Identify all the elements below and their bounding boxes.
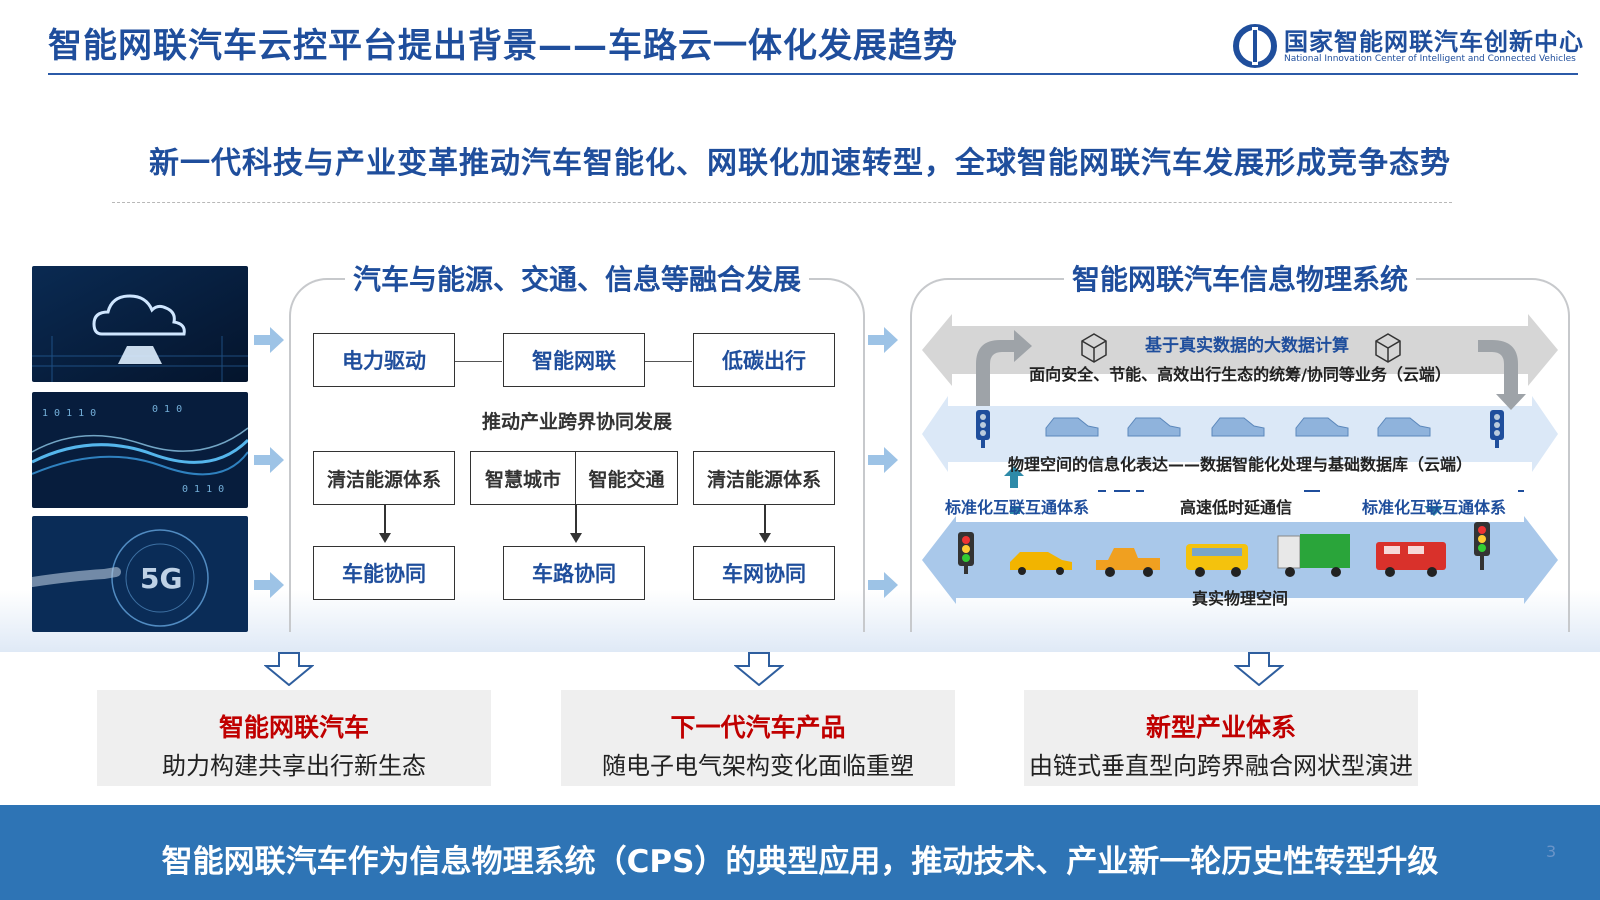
arrow-down-icon [379, 505, 391, 543]
card-icv: 智能网联汽车 助力构建共享出行新生态 [97, 690, 491, 786]
cross-industry-text: 推动产业跨界协同发展 [481, 411, 672, 433]
arrow-right-icon [254, 447, 284, 473]
fusion-title-wrap: 汽车与能源、交通、信息等融合发展 [289, 258, 865, 298]
curved-down-arrow [1478, 340, 1526, 410]
box-clean-energy-right: 清洁能源体系 [693, 451, 835, 505]
down-connector-icon [1424, 506, 1444, 516]
footer-banner [0, 805, 1600, 900]
low-latency-comm-text: 高速低时延通信 [1180, 498, 1293, 517]
svg-text:0 1 1 0: 0 1 1 0 [182, 484, 224, 495]
cloud-photo [32, 266, 248, 382]
card-heading: 智能网联汽车 [218, 713, 369, 742]
cloud-chip-icon [92, 294, 186, 364]
standard-interconnect-right: 标准化互联互通体系 [1362, 498, 1507, 517]
school-bus-icon [1186, 544, 1248, 577]
arrow-right-icon [254, 572, 284, 598]
connector-line [454, 361, 502, 362]
arrow-right-icon [868, 327, 898, 353]
card-text: 由链式垂直型向跨界融合网状型演进 [1029, 752, 1413, 780]
card-text: 助力构建共享出行新生态 [162, 752, 426, 780]
traffic-light-icon [958, 532, 974, 574]
bigdata-text: 基于真实数据的大数据计算 [1145, 336, 1349, 356]
hollow-down-arrow-icon [1234, 652, 1284, 686]
arrow-right-icon [868, 447, 898, 473]
title-underline [48, 73, 1578, 75]
svg-text:1 0 1 1 0: 1 0 1 1 0 [42, 408, 96, 419]
cps-title: 智能网联汽车信息物理系统 [1063, 263, 1416, 296]
5g-photo: 5G [32, 516, 248, 632]
box-clean-energy-left: 清洁能源体系 [313, 451, 455, 505]
box-vehicle-road: 车路协同 [503, 546, 645, 600]
sports-car-icon [1010, 552, 1072, 575]
card-next-gen: 下一代汽车产品 随电子电气架构变化面临重塑 [561, 690, 955, 786]
fusion-title: 汽车与能源、交通、信息等融合发展 [344, 263, 809, 296]
arrow-right-icon [868, 572, 898, 598]
cargo-truck-icon [1277, 534, 1350, 577]
card-industry: 新型产业体系 由链式垂直型向跨界融合网状型演进 [1024, 690, 1418, 786]
connector-square [1010, 506, 1020, 514]
footer-text: 智能网联汽车作为信息物理系统（CPS）的典型应用，推动技术、产业新一轮历史性转型… [161, 844, 1439, 880]
page-title: 智能网联汽车云控平台提出背景——车路云一体化发展趋势 [48, 26, 958, 66]
cloud-layer-arrow [922, 314, 1558, 386]
info-layer-text: 物理空间的信息化表达——数据智能化处理与基础数据库（云端） [1007, 455, 1472, 474]
card-text: 随电子电气架构变化面临重塑 [602, 752, 914, 780]
box-vehicle-energy: 车能协同 [313, 546, 455, 600]
arrow-down-icon [759, 505, 771, 543]
virtual-car-icon [1211, 417, 1265, 437]
box-electric-drive: 电力驱动 [313, 333, 455, 387]
box-smart-city: 智慧城市 [470, 451, 576, 505]
box-intelligent-connected: 智能网联 [503, 333, 645, 387]
hollow-down-arrow-icon [734, 652, 784, 686]
box-smart-traffic: 智能交通 [575, 451, 678, 505]
connector-line [644, 361, 692, 362]
cube-icon [1081, 333, 1107, 363]
page-number: 3 [1546, 842, 1557, 861]
physical-space-text: 真实物理空间 [1191, 589, 1288, 608]
box-vehicle-grid: 车网协同 [693, 546, 835, 600]
card-heading: 下一代汽车产品 [670, 713, 846, 742]
background-band [0, 590, 1600, 652]
traffic-light-icon [1490, 410, 1504, 448]
hollow-down-arrow-icon [264, 652, 314, 686]
cps-layers-graphic [922, 314, 1558, 604]
arrow-right-icon [254, 327, 284, 353]
virtual-car-icon [1127, 417, 1181, 437]
logo-icon [1233, 24, 1277, 68]
logo-text-en: National Innovation Center of Intelligen… [1284, 54, 1576, 64]
cube-icon [1375, 333, 1401, 363]
dashed-divider [112, 202, 1452, 203]
fire-truck-icon [1376, 542, 1446, 577]
card-heading: 新型产业体系 [1145, 713, 1296, 742]
virtual-car-icon [1377, 417, 1431, 437]
5g-label: 5G [140, 562, 182, 595]
arrow-down-icon [570, 505, 582, 543]
pickup-truck-icon [1096, 548, 1160, 577]
data-stream-photo: 1 0 1 1 0 0 1 1 0 0 1 0 [32, 392, 248, 508]
up-connector-icon [1004, 466, 1024, 488]
virtual-car-icon [1295, 417, 1349, 437]
standard-interconnect-left: 标准化互联互通体系 [945, 498, 1090, 517]
curved-up-arrow [976, 330, 1032, 406]
svg-text:0 1 0: 0 1 0 [152, 404, 182, 415]
cps-title-wrap: 智能网联汽车信息物理系统 [910, 258, 1570, 298]
box-low-carbon: 低碳出行 [693, 333, 835, 387]
logo-text-cn: 国家智能网联汽车创新中心 [1284, 28, 1584, 56]
traffic-light-icon [1474, 522, 1490, 570]
virtual-car-icon [1045, 417, 1099, 437]
headline: 新一代科技与产业变革推动汽车智能化、网联化加速转型，全球智能网联汽车发展形成竞争… [149, 146, 1451, 181]
traffic-light-icon [976, 410, 990, 448]
cloud-business-text: 面向安全、节能、高效出行生态的统筹/协同等业务（云端） [1029, 365, 1451, 384]
